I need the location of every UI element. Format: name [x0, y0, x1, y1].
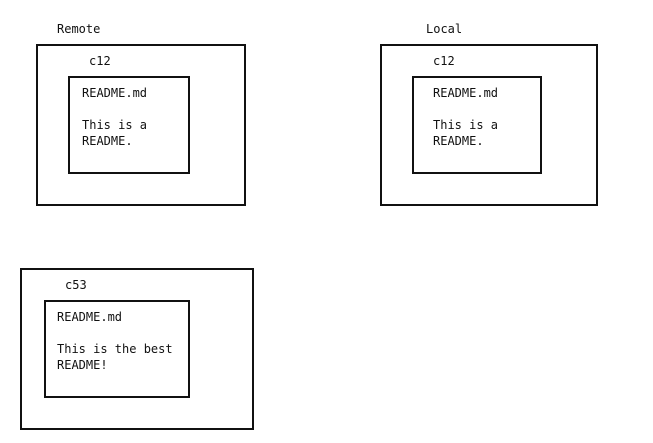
- c53-commit-id: c53: [65, 278, 87, 292]
- local-file-line-1: This is a: [433, 118, 499, 132]
- local-commit-id: c12: [433, 54, 455, 68]
- remote-file-line-1: This is a: [82, 118, 148, 132]
- local-file-line-2: README.: [433, 134, 484, 148]
- c53-file-box: [44, 300, 190, 398]
- local-repo-title: Local: [426, 22, 463, 36]
- c53-file-line-1: This is the best: [57, 342, 173, 356]
- remote-repo-box: [36, 44, 246, 206]
- remote-file-name: README.md: [82, 86, 148, 100]
- c53-commit-box: [20, 268, 254, 430]
- local-file-name: README.md: [433, 86, 499, 100]
- remote-repo-title: Remote: [57, 22, 101, 36]
- remote-file-box: [68, 76, 190, 174]
- c53-file-name: README.md: [57, 310, 123, 324]
- remote-file-line-2: README.: [82, 134, 133, 148]
- local-file-box: [412, 76, 542, 174]
- remote-commit-id: c12: [89, 54, 111, 68]
- c53-file-line-2: README!: [57, 358, 108, 372]
- local-repo-box: [380, 44, 598, 206]
